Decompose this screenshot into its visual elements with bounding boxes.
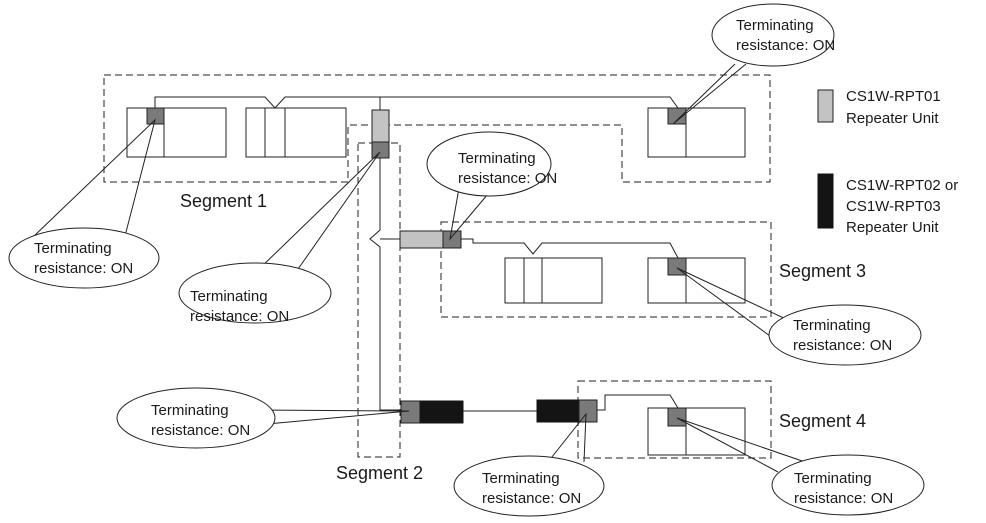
callout-text-line2: resistance: ON: [190, 308, 289, 325]
segment-3-node-2: [647, 257, 746, 304]
legend-rpt01-label-1: CS1W-RPT01: [846, 88, 941, 105]
callout-text-line2: resistance: ON: [736, 37, 835, 54]
segment-3-label: Segment 3: [779, 261, 866, 281]
callout-top-right: Terminating resistance: ON: [672, 3, 835, 125]
repeater-rpt01-segment-1-2: [371, 109, 390, 159]
callout-segment-4-right: Terminating resistance: ON: [676, 417, 925, 516]
segment-1-node-3: [647, 107, 746, 158]
callout-text-line1: Terminating: [458, 150, 536, 167]
callout-text-line1: Terminating: [736, 17, 814, 34]
callout-segment-1-left: Terminating resistance: ON: [8, 118, 160, 289]
callout-text-line2: resistance: ON: [793, 337, 892, 354]
segment-4-node-1: [647, 407, 746, 456]
legend-rpt02-label-2: CS1W-RPT03: [846, 198, 941, 215]
legend: CS1W-RPT01 Repeater Unit CS1W-RPT02 or C…: [817, 88, 958, 236]
callout-text-line1: Terminating: [794, 470, 872, 487]
segment-1-trunk: [154, 96, 679, 109]
segment-1-node-2: [245, 107, 347, 158]
callout-segment-2-bottom-left: Terminating resistance: ON: [116, 387, 410, 449]
legend-rpt02-label-3: Repeater Unit: [846, 219, 939, 236]
repeater-rpt01-segment-2-3: [399, 230, 462, 249]
callout-segment-3-right: Terminating resistance: ON: [676, 267, 922, 366]
callout-text-line1: Terminating: [34, 240, 112, 257]
terminator-block: [146, 107, 165, 125]
segment-3-outline: [440, 221, 772, 318]
segment-4-label: Segment 4: [779, 411, 866, 431]
legend-rpt02-swatch: [817, 173, 834, 229]
legend-rpt01-swatch: [817, 89, 834, 123]
callout-text-line2: resistance: ON: [458, 170, 557, 187]
segment-1-label: Segment 1: [180, 191, 267, 211]
callout-text-line1: Terminating: [190, 288, 268, 305]
callout-text-line2: resistance: ON: [34, 260, 133, 277]
callout-text-line2: resistance: ON: [794, 490, 893, 507]
segment-4-trunk: [597, 394, 679, 411]
segment-2-trunk: [369, 158, 400, 411]
segment-2-label: Segment 2: [336, 463, 423, 483]
segment-1-node-1: [126, 107, 227, 158]
segment-2-outline: [357, 142, 401, 458]
callout-text-line1: Terminating: [793, 317, 871, 334]
repeater-rpt02-segment-2: [400, 400, 464, 424]
repeater-rpt02-segment-4: [536, 399, 598, 423]
legend-rpt01-label-2: Repeater Unit: [846, 110, 939, 127]
callout-text-line1: Terminating: [482, 470, 560, 487]
terminator-block: [667, 407, 687, 427]
callout-segment-2-3-repeater: Terminating resistance: ON: [426, 131, 557, 241]
legend-rpt02-label-1: CS1W-RPT02 or: [846, 177, 958, 194]
terminator-block: [667, 107, 687, 125]
segment-3-trunk: [461, 238, 679, 259]
callout-segment-4-repeater: Terminating resistance: ON: [453, 412, 605, 517]
callout-text-line1: Terminating: [151, 402, 229, 419]
callout-text-line2: resistance: ON: [151, 422, 250, 439]
callout-text-line2: resistance: ON: [482, 490, 581, 507]
segment-3-node-1: [504, 257, 603, 304]
callout-segment-1-2-repeater: Terminating resistance: ON: [178, 151, 381, 325]
